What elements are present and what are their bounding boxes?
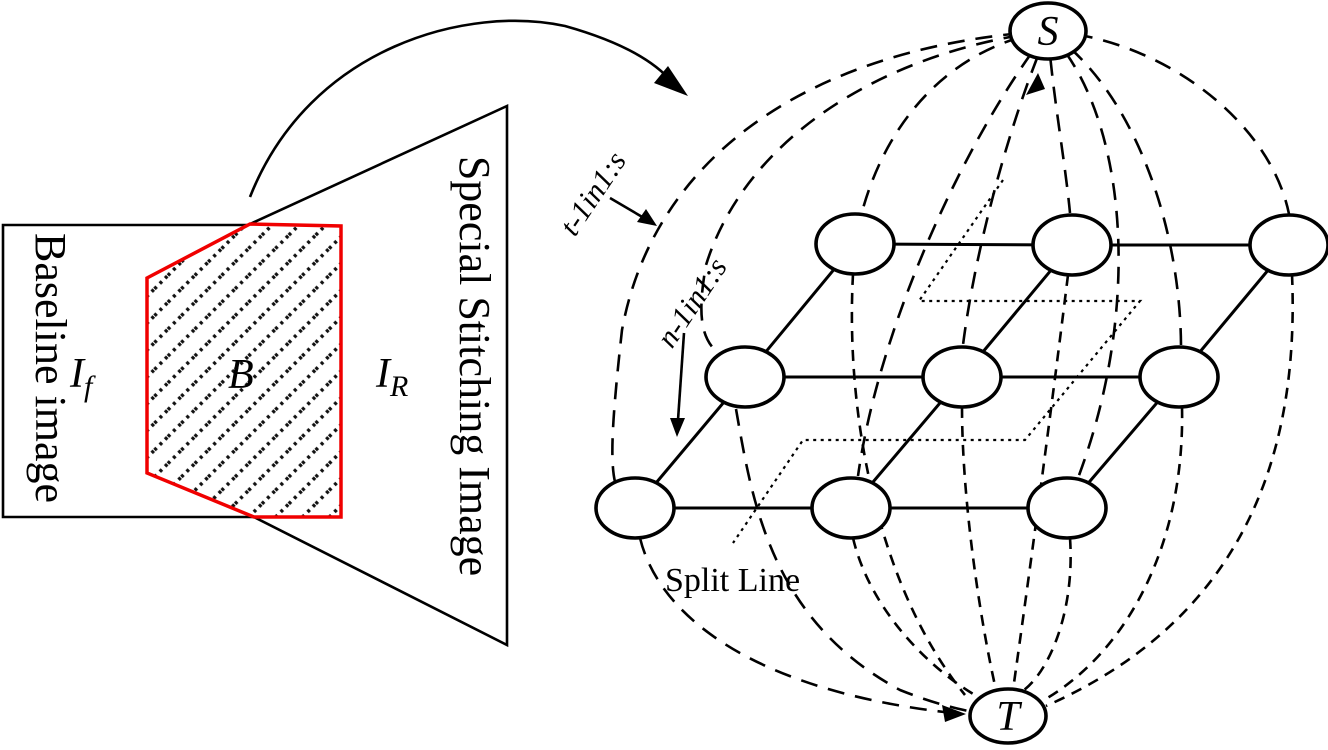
grid-node-r1c1 <box>814 212 896 276</box>
left-panel: Baseline image Special Stitching Image I… <box>1 19 688 648</box>
split-line-path <box>732 179 1143 544</box>
grid-nodes <box>594 212 1328 540</box>
baseline-image-rect <box>1 223 256 519</box>
stitching-image-shape <box>249 103 509 648</box>
grid-node-r3c2 <box>810 476 892 540</box>
sink-label: T <box>996 694 1022 740</box>
tlink-a-t <box>850 273 967 696</box>
sink-links <box>638 273 1294 714</box>
tlink-e-t <box>960 406 998 691</box>
tlink-g-t <box>638 537 945 714</box>
overlap-region-outline <box>145 222 343 519</box>
grid-node-r3c3 <box>1026 476 1108 540</box>
sink-node: T <box>968 687 1048 745</box>
nlink-annotation-label: n-1in1:s <box>650 252 733 353</box>
tlink-d-t <box>734 408 969 713</box>
baseline-image-label: Baseline image <box>26 233 75 503</box>
split-line-label: Split Line <box>665 562 800 599</box>
tlink-annotation: t-1in1:s <box>553 146 657 242</box>
overlap-region <box>145 222 343 519</box>
slink-s-b <box>1046 30 1072 214</box>
graph-panel: S T t-1in1:s n-1in1:s Split Line <box>553 1 1328 745</box>
grid-node-r2c3 <box>1138 345 1220 409</box>
tlink-i-t <box>1023 537 1072 692</box>
tlink-annotation-label: t-1in1:s <box>553 146 633 242</box>
tlink-annotation-arrow <box>609 196 645 220</box>
nlink-annotation: n-1in1:s <box>650 252 734 437</box>
nlink-annotation-arrow-head <box>670 418 685 437</box>
slink-s-i <box>1047 30 1120 479</box>
mapping-arrow-head <box>654 66 688 96</box>
grid-node-r3c1 <box>594 476 676 540</box>
mapping-arrow <box>248 19 688 198</box>
stitching-symbol: IR <box>375 351 408 403</box>
tlink-annotation-arrow-head <box>637 209 657 226</box>
stitching-image-label: Special Stitching Image <box>450 156 499 576</box>
grid-node-r2c2 <box>921 345 1003 409</box>
grid-node-r1c2 <box>1031 213 1113 277</box>
into-sink-arrow-head <box>942 705 966 722</box>
tlink-h-t <box>851 537 981 700</box>
slink-s-h <box>856 30 1050 477</box>
slink-s-g <box>611 29 1049 483</box>
slink-s-f <box>1047 29 1183 346</box>
slink-s-d <box>700 29 1049 351</box>
nlink-annotation-arrow <box>676 332 686 421</box>
tlink-f-t <box>1043 406 1184 702</box>
grid-node-r2c1 <box>704 345 786 409</box>
slink-s-c <box>1047 29 1291 215</box>
source-node: S <box>1008 1 1088 61</box>
overlap-symbol: B <box>228 352 254 398</box>
slink-s-e <box>961 30 1050 346</box>
grid-node-r1c3 <box>1248 213 1328 277</box>
source-label: S <box>1038 9 1059 55</box>
baseline-symbol: If <box>69 351 96 403</box>
into-source-arrow-head <box>1026 73 1045 95</box>
